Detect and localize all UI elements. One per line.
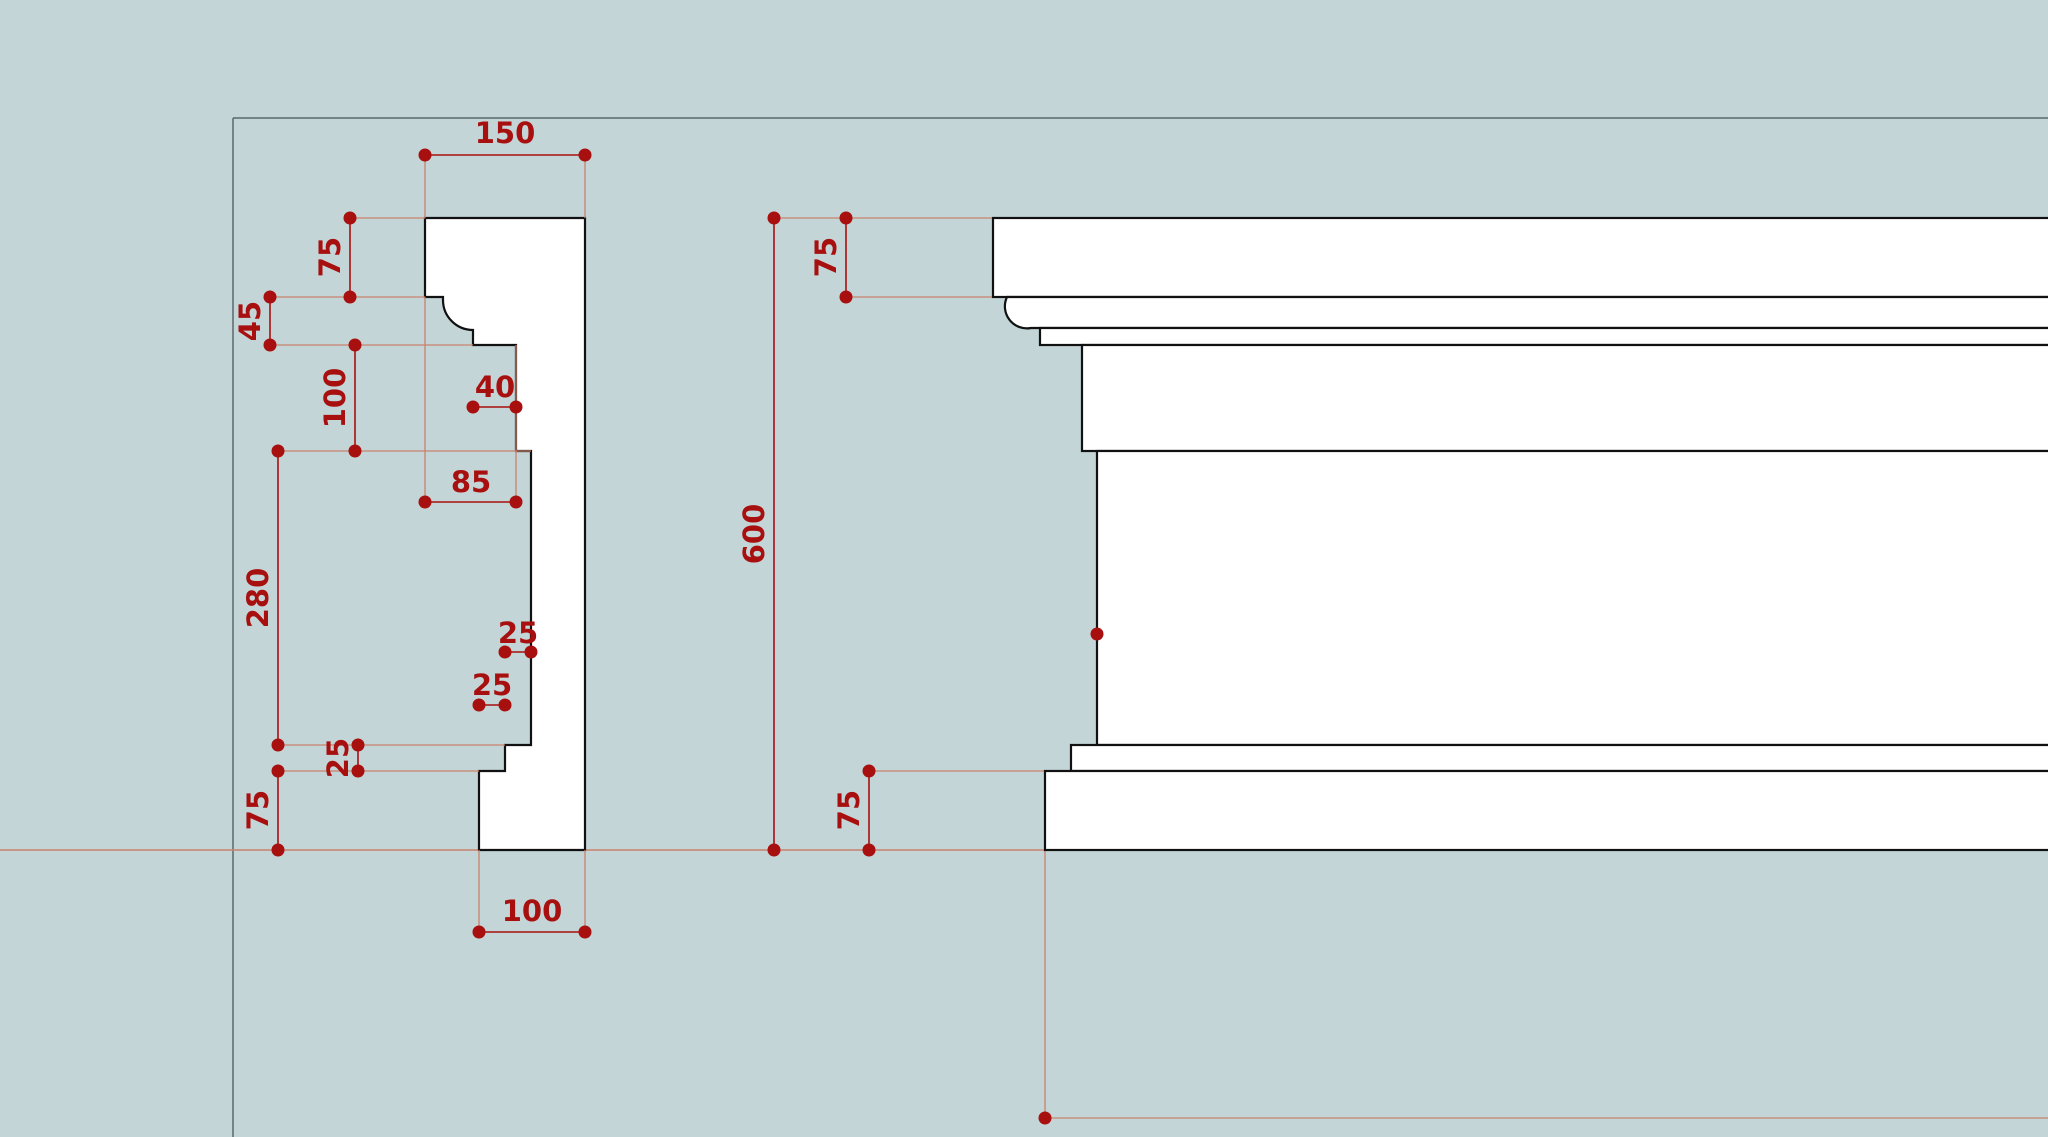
dim-label-600: 600	[737, 504, 771, 565]
dim-label-75-top: 75	[809, 237, 843, 277]
dim-label-45: 45	[233, 301, 267, 341]
dim-label-100-fascia: 100	[318, 368, 352, 429]
dim-label-150: 150	[475, 116, 536, 150]
profile-extension-lines	[270, 155, 586, 932]
elevation-dimension-lines	[773, 218, 870, 850]
dim-label-40: 40	[475, 370, 515, 404]
dim-label-100-bottom: 100	[502, 894, 563, 928]
elevation-bands	[991, 216, 2048, 852]
profile-dimension-points	[263, 148, 592, 939]
elevation-panel	[1095, 449, 2048, 747]
elevation-frieze	[1080, 343, 2048, 453]
profile-outline	[423, 216, 587, 852]
dim-label-cap-75: 75	[313, 237, 347, 277]
dim-label-85: 85	[451, 465, 491, 499]
elevation-extension-lines	[774, 217, 2048, 1119]
elevation-plinth-step	[1069, 743, 2048, 773]
dim-label-25-upper: 25	[498, 616, 538, 650]
dim-label-75-base: 75	[241, 790, 275, 830]
dim-label-75-bottom: 75	[832, 790, 866, 830]
elevation-ovolo	[1003, 295, 2048, 330]
elevation-base	[1043, 769, 2048, 852]
dim-label-25-height: 25	[321, 738, 355, 778]
elevation-cornice	[991, 216, 2048, 299]
elevation-dimension-points	[767, 211, 1104, 1125]
front-elevation: 600 75 75	[737, 211, 2048, 1125]
dim-label-280: 280	[241, 568, 275, 629]
dim-label-25-lower: 25	[472, 668, 512, 702]
elevation-fillet	[1038, 326, 2048, 347]
side-profile: 150 75 45 100 40 85 280 25 25 25 75 100	[233, 116, 592, 939]
